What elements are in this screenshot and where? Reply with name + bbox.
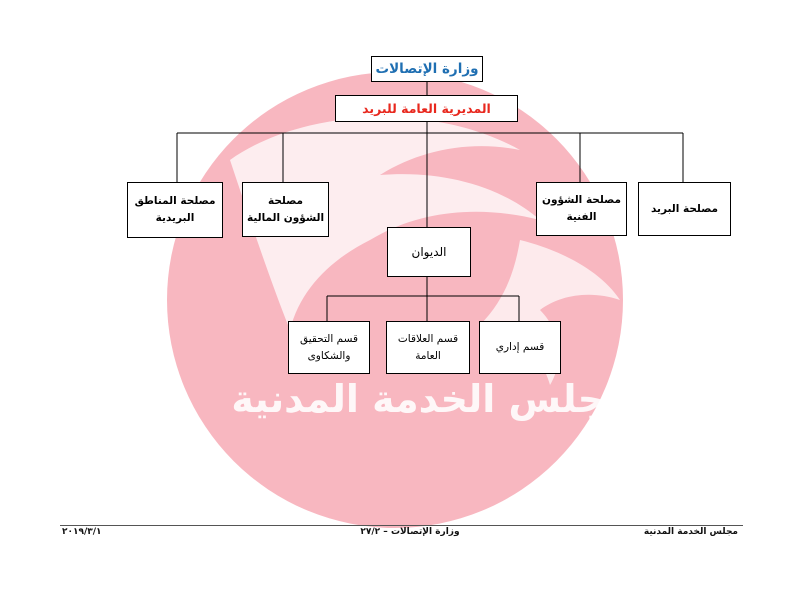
diwan-label: الديوان (411, 244, 447, 259)
ministry-box: وزارة الإتصالات (371, 56, 483, 82)
footer-council-name: مجلس الخدمة المدنية (643, 527, 738, 537)
watermark-swirl (230, 117, 540, 330)
dept-relations-box: قسم العلاقات العامة (386, 321, 470, 374)
dept-relations-label: قسم العلاقات العامة (397, 332, 459, 362)
dept-admin-box: قسم إداري (479, 321, 561, 374)
diwan-box: الديوان (387, 227, 471, 277)
section-regions-box: مصلحة المناطق البريدية (127, 182, 223, 238)
section-finance-box: مصلحة الشؤون المالية (242, 182, 329, 237)
watermark-wave (480, 240, 620, 385)
watermark-text: مجلس الخدمة المدنية (231, 377, 628, 421)
section-post-label: مصلحة البريد (650, 202, 719, 215)
dept-investigation-box: قسم التحقيق والشكاوى (288, 321, 370, 374)
section-finance-label: مصلحة الشؤون المالية (246, 194, 325, 224)
section-tech-label: مصلحة الشؤون الفنية (541, 194, 622, 223)
footer-date: ٢٠١٩/٣/١ (62, 527, 102, 537)
directorate-box: المديرية العامة للبريد (335, 95, 518, 122)
footer-rule (60, 525, 743, 526)
dept-investigation-label: قسم التحقيق والشكاوى (300, 332, 359, 362)
ministry-label: وزارة الإتصالات (375, 60, 479, 77)
footer-page-label: وزارة الإتصالات – ٢٧/٢ (360, 527, 460, 537)
section-tech-box: مصلحة الشؤون الفنية (536, 182, 627, 236)
directorate-label: المديرية العامة للبريد (362, 101, 491, 116)
section-post-box: مصلحة البريد (638, 182, 731, 236)
dept-admin-label: قسم إداري (495, 341, 545, 353)
section-regions-label: مصلحة المناطق البريدية (134, 195, 216, 224)
